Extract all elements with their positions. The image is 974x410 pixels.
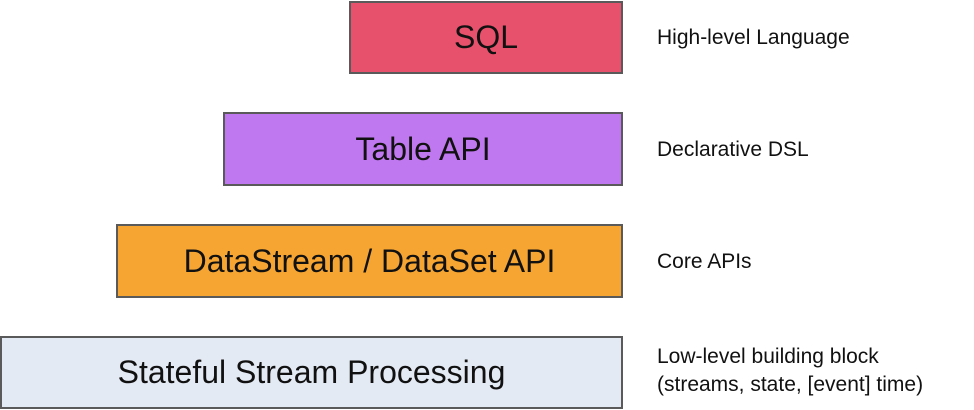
layer-sql-description: High-level Language — [657, 24, 850, 52]
layer-sql-description-line: High-level Language — [657, 26, 850, 49]
layer-datastream-api-label: DataStream / DataSet API — [183, 242, 556, 279]
layer-stateful-stream-processing-description-line-1: Low-level building block — [657, 345, 879, 368]
layer-stateful-stream-processing-description-line-2: (streams, state, [event] time) — [657, 373, 924, 396]
layer-stateful-stream-processing: Stateful Stream Processing — [0, 336, 623, 409]
layer-table-api-description: Declarative DSL — [657, 136, 809, 164]
layer-table-api: Table API — [223, 112, 623, 186]
layer-sql-label: SQL — [453, 19, 519, 55]
layer-datastream-api: DataStream / DataSet API — [116, 224, 623, 298]
layer-stateful-stream-processing-description: Low-level building block (streams, state… — [657, 343, 923, 399]
layer-datastream-api-description-line: Core APIs — [657, 250, 752, 273]
layer-table-api-description-line: Declarative DSL — [657, 138, 809, 161]
layer-stateful-stream-processing-label: Stateful Stream Processing — [117, 354, 506, 390]
layer-table-api-label: Table API — [355, 130, 491, 167]
layer-sql: SQL — [349, 1, 623, 74]
layer-datastream-api-description: Core APIs — [657, 248, 752, 276]
